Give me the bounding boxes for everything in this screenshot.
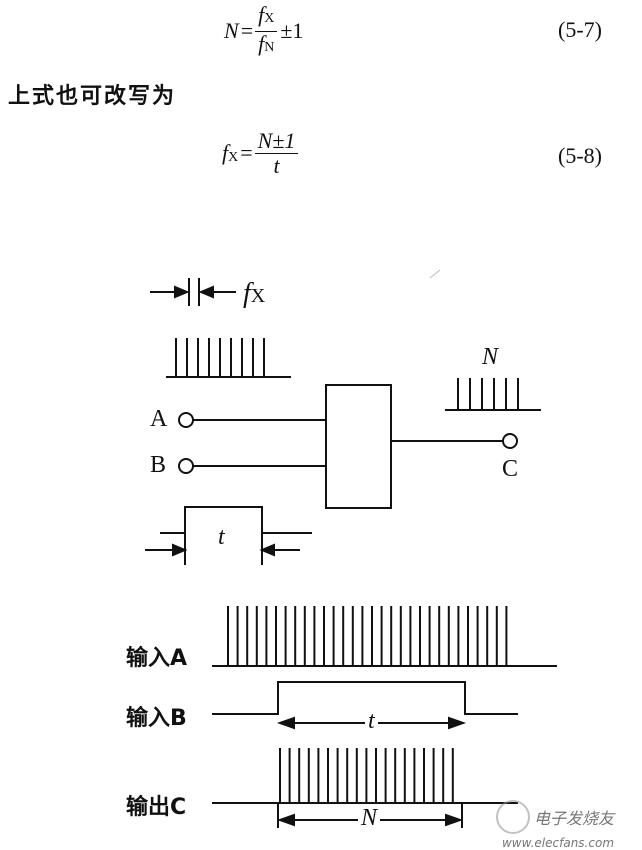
t-arrow-right-head xyxy=(259,543,275,557)
eq2-fraction: N±1 t xyxy=(254,128,299,178)
n-label-top: N xyxy=(482,344,499,370)
watermark-url: www.elecfans.com xyxy=(501,836,615,850)
port-c-terminal xyxy=(502,433,518,449)
eq1-number: (5-7) xyxy=(558,17,602,42)
eq1-den-sub: N xyxy=(264,39,275,55)
eq1-fraction: fX fN xyxy=(255,1,278,60)
fx-label: fX xyxy=(243,278,265,310)
eq2-numerator: N±1 xyxy=(254,128,299,154)
row-b-label: 输入B xyxy=(126,706,187,731)
row-b-waveform xyxy=(212,681,518,715)
eq2-equals: = xyxy=(240,140,253,165)
port-c-label: C xyxy=(502,456,519,482)
row-c-n-arrow-left-head xyxy=(277,813,295,827)
eq1-equals: = xyxy=(240,18,254,43)
watermark-icon xyxy=(496,800,530,834)
fx-label-var: f xyxy=(243,278,251,309)
row-a-pulses xyxy=(227,606,508,666)
port-b-label: B xyxy=(150,452,167,478)
row-b-t-arrow-right-head xyxy=(448,716,466,730)
row-c-n-arrow-right-head xyxy=(445,813,463,827)
eq1-tail: ±1 xyxy=(280,18,304,43)
body-text-line: 上式也可改写为 xyxy=(8,84,177,109)
row-c-pulses xyxy=(279,748,454,803)
gate-t-label: t xyxy=(218,524,225,550)
watermark-logo: 电子发烧友 xyxy=(496,800,614,834)
t-arrow-left-head xyxy=(172,543,188,557)
row-a-label: 输入A xyxy=(126,646,188,671)
watermark: 电子发烧友 www.elecfans.com xyxy=(496,800,614,850)
port-b-terminal xyxy=(178,458,194,474)
eq2-lhs-sub: X xyxy=(228,150,239,165)
row-b-t-label: t xyxy=(365,708,378,735)
row-b-t-arrow-left-head xyxy=(277,716,295,730)
port-a-terminal xyxy=(178,412,194,428)
fx-arrow-left-head xyxy=(174,285,190,299)
fx-pulses xyxy=(175,338,265,377)
eq1-num-sub: X xyxy=(264,10,275,26)
gate-pulse-t xyxy=(160,506,312,534)
eq1-num-var: f xyxy=(258,1,265,27)
gate-box xyxy=(325,384,392,509)
eq2-lhs-var: f xyxy=(222,140,229,165)
n-pulses xyxy=(457,378,519,410)
fx-arrow-right-head xyxy=(198,285,214,299)
port-a-label: A xyxy=(150,406,168,432)
equation-5-7: N = fX fN ±1 xyxy=(224,0,303,62)
eq2-number: (5-8) xyxy=(558,143,602,168)
eq2-denominator: t xyxy=(273,152,280,178)
row-c-n-label: N xyxy=(358,805,381,832)
fx-label-sub: X xyxy=(250,285,266,307)
watermark-text: 电子发烧友 xyxy=(534,809,615,828)
eq1-den-var: f xyxy=(258,30,265,56)
row-c-label: 输出C xyxy=(126,795,187,820)
eq1-lhs: N xyxy=(224,18,239,43)
scan-mark xyxy=(429,269,441,279)
